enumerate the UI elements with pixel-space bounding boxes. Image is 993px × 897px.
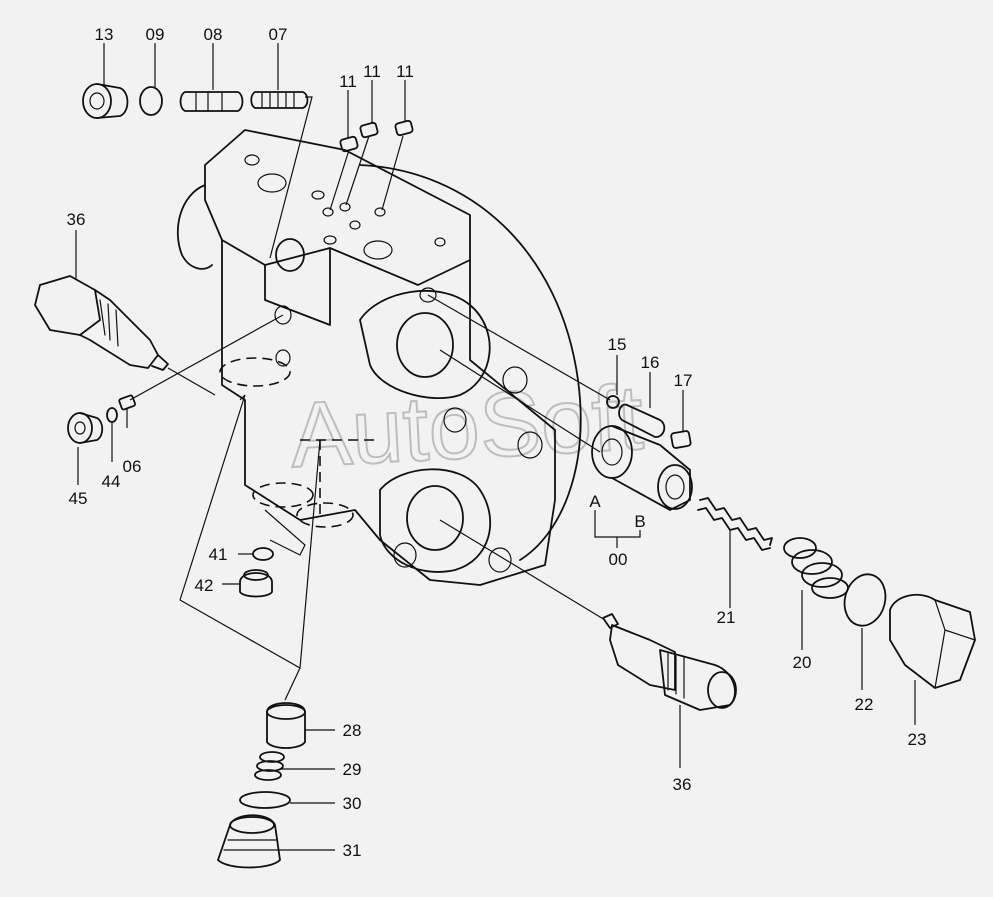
boss-hole: [517, 431, 543, 459]
port-b: [406, 485, 464, 551]
assembly-lines: [129, 96, 611, 701]
callout-00: 00: [609, 550, 628, 569]
housing-front-face: [221, 239, 556, 586]
part-15-ball: [606, 395, 620, 409]
boss-hole: [419, 287, 437, 303]
boss-a: [359, 289, 491, 399]
callout-45: 45: [69, 489, 88, 508]
part-17-plug: [670, 430, 692, 449]
watermark-text: AutoSoft: [288, 367, 646, 487]
part-13-plug: [82, 83, 129, 119]
boss-b: [379, 468, 492, 573]
top-hole-large: [363, 240, 393, 260]
callout-11-b: 11: [363, 62, 381, 81]
boss-hole: [393, 542, 417, 568]
part-23-hex-plug: [889, 593, 976, 689]
callout-11-a: 11: [339, 72, 357, 91]
port-a: [396, 312, 454, 378]
callout-23: 23: [908, 730, 927, 749]
part-06-screw: [118, 394, 136, 411]
part-36-relief-valve-left: [34, 275, 169, 371]
callout-20: 20: [793, 653, 812, 672]
callout-21: 21: [717, 608, 736, 627]
top-hole: [434, 237, 446, 247]
part-09-oring: [139, 86, 163, 116]
valve-housing: [176, 129, 582, 586]
top-hole: [322, 207, 334, 217]
housing-port-small: [274, 305, 292, 325]
part-41-oring: [252, 547, 274, 561]
part-42-plug: [239, 569, 273, 598]
part-11-plugs: [339, 119, 414, 153]
part-44-oring: [106, 407, 118, 423]
housing-top-block: [204, 129, 471, 286]
callout-29: 29: [343, 760, 362, 779]
top-hole: [323, 235, 337, 245]
callout-08: 08: [204, 25, 223, 44]
callout-41: 41: [209, 545, 228, 564]
callout-13: 13: [95, 25, 114, 44]
boss-hole: [488, 547, 512, 573]
part-20-spring: [783, 537, 849, 599]
callout-28: 28: [343, 721, 362, 740]
callout-17: 17: [674, 371, 693, 390]
callout-09: 09: [146, 25, 165, 44]
part-31-plug: [217, 814, 281, 869]
hidden-port: [252, 482, 314, 508]
part-22-oring: [843, 573, 887, 627]
top-hole-large: [257, 173, 287, 193]
part-28-poppet: [266, 702, 306, 749]
callout-22: 22: [855, 695, 874, 714]
part-08-spool: [179, 91, 244, 112]
callout-44: 44: [102, 472, 121, 491]
callout-36-right: 36: [673, 775, 692, 794]
callout-36-left: 36: [67, 210, 86, 229]
top-hole: [244, 154, 260, 166]
top-hole: [374, 207, 386, 217]
callout-42: 42: [195, 576, 214, 595]
callout-a: A: [589, 492, 601, 511]
part-07-spring: [250, 91, 309, 109]
callout-30: 30: [343, 794, 362, 813]
part-00-banjo-fitting: [591, 425, 693, 511]
housing-flange-arc: [359, 164, 582, 561]
hidden-port: [219, 357, 291, 387]
part-16-pin: [618, 403, 666, 438]
callout-11-c: 11: [396, 62, 414, 81]
callout-b: B: [634, 512, 645, 531]
callout-06: 06: [123, 457, 142, 476]
top-hole: [339, 202, 351, 212]
housing-left-flange: [176, 184, 213, 270]
part-29-spring: [254, 751, 285, 781]
callout-labels: 13 09 08 07 11 11 11 36 15 16 17 A B 00 …: [67, 25, 927, 860]
top-hole: [349, 220, 361, 230]
boss-hole: [502, 366, 528, 394]
housing-port-small: [275, 349, 291, 367]
bracket-00: [594, 510, 641, 538]
housing-step: [264, 247, 331, 326]
housing-port-left: [275, 238, 305, 272]
top-hole: [311, 190, 325, 200]
boss-hole: [443, 407, 467, 433]
callout-15: 15: [608, 335, 627, 354]
leader-lines: [75, 43, 916, 851]
hidden-port: [296, 502, 354, 528]
callout-16: 16: [641, 353, 660, 372]
callout-31: 31: [343, 841, 362, 860]
callout-07: 07: [269, 25, 288, 44]
part-36-relief-valve-right: [602, 613, 737, 711]
part-45-plug: [67, 412, 104, 444]
part-30-oring: [239, 791, 291, 809]
part-21-spring: [697, 497, 773, 551]
